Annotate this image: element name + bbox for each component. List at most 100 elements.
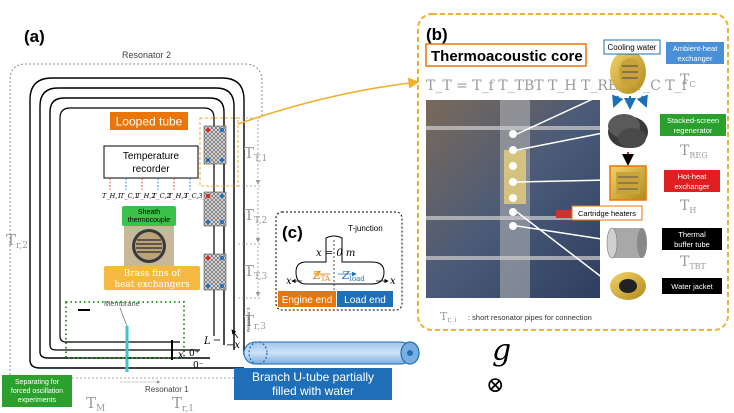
z-load-label: Zload: [341, 269, 365, 283]
looped-tube-badge: [110, 112, 188, 130]
water-jacket-badge: [662, 278, 722, 294]
ambient-line1: Ambient-heat: [673, 44, 719, 53]
load-end-badge: [337, 291, 393, 307]
mat-tt2: TT,2: [244, 206, 267, 226]
membrane-pointer: [119, 307, 128, 327]
gravity-symbol: g: [492, 333, 511, 368]
buffer-tube-icon: [606, 227, 647, 259]
water-jacket-label: Water jacket: [671, 282, 713, 291]
x-eq-label: x = 0 m: [316, 248, 355, 259]
hot-hx-icon: [609, 165, 647, 201]
zero-plus-label: 0⁺: [189, 349, 200, 359]
recorder-wires: [109, 178, 191, 190]
core-title: Thermoacoustic core: [431, 48, 583, 65]
x-left-label: x: [286, 276, 292, 287]
u-tube-left-end: [248, 341, 268, 365]
resonator1-label: Resonator 1: [145, 385, 189, 394]
temperature-recorder: [103, 145, 199, 179]
mat-tm: TM: [86, 394, 105, 413]
sheath-line2: thermocouple: [128, 217, 171, 224]
ambient-hx-icon: [610, 50, 648, 110]
mat-tc: TC: [680, 72, 695, 89]
core-equation: T_T = T_f T_TBT T_H T_REG T_C T_f: [426, 78, 689, 94]
svg-text:T_C,2: T_C,2: [152, 192, 171, 200]
mat-tr1: Tr,1: [172, 394, 194, 413]
brass-badge: [104, 266, 200, 290]
t-junction-label: T-junction: [348, 224, 383, 233]
mat-th: TH: [680, 198, 696, 215]
thermal-line2: buffer tube: [674, 240, 710, 249]
resonator2-outline: [9, 63, 263, 395]
branch-badge: [234, 368, 392, 400]
svg-text:T_H,2: T_H,2: [136, 192, 155, 200]
core-title-box: [425, 43, 587, 67]
x-right-label: x: [390, 276, 396, 287]
branch-line2: filled with water: [272, 384, 354, 398]
branch-line1: Branch U-tube partially: [252, 370, 374, 384]
into-page-symbol: ⊗: [486, 373, 504, 398]
looped-tube-label: Looped tube: [116, 115, 183, 129]
svg-text:T_C,3: T_C,3: [184, 192, 203, 200]
separating-line1: Separating for: [15, 379, 60, 386]
mat-treg: TREG: [680, 143, 708, 160]
sheath-badge: [122, 206, 176, 226]
resonator2-label: Resonator 2: [122, 50, 171, 60]
zoom-arrow: [237, 77, 420, 125]
separating-box: [65, 301, 185, 359]
hot-line2: exchanger: [674, 182, 710, 191]
brass-fin-photo: [124, 226, 174, 266]
thermal-badge: [662, 228, 722, 250]
ambient-badge: [666, 42, 724, 64]
separating-badge: [2, 375, 72, 407]
sensor-labels: T_H,1 T_C,1 T_H,2 T_C,2 T_H,3 T_C,3: [102, 192, 203, 200]
panel-b-label: (b): [426, 25, 448, 44]
stacked-badge: [660, 114, 726, 136]
membrane-label: Membrane: [104, 299, 140, 308]
svg-text:T_H,1: T_H,1: [102, 192, 121, 200]
mat-tt3: TT,3: [244, 262, 268, 282]
separating-line2: forced oscillation: [11, 388, 63, 395]
panel-c-label: (c): [282, 223, 303, 242]
recorder-line1: Temperature: [123, 151, 180, 162]
x-label: x: [178, 350, 184, 361]
cartridge-box: [571, 205, 643, 221]
recorder-line2: recorder: [132, 164, 170, 175]
engine-end-badge: [278, 291, 336, 307]
hot-line1: Hot-heat: [678, 172, 708, 181]
branch-u-tube: [243, 341, 413, 365]
core-photo: [426, 100, 600, 298]
mat-tr3: Tr,3: [244, 312, 266, 332]
cartridge-label: Cartridge heaters: [578, 209, 636, 218]
footnote-text: : short resonator pipes for connection: [468, 313, 592, 322]
mat-tt1: TT,1: [244, 144, 267, 164]
stacked-line1: Stacked-screen: [667, 116, 719, 125]
brass-line2: heat exchangers: [114, 280, 190, 290]
looped-tube: [29, 77, 245, 369]
regenerator-icon: [608, 114, 648, 148]
stacked-line2: regenerator: [674, 126, 713, 135]
svg-text:T_C,1: T_C,1: [120, 192, 139, 200]
thermal-line1: Thermal: [678, 230, 706, 239]
minus-x-arrow: [231, 329, 239, 339]
minus-x-label: −x: [226, 340, 240, 351]
zero-minus-label: 0⁻: [193, 361, 204, 371]
ambient-line2: exchanger: [677, 54, 713, 63]
section-markers: [238, 117, 262, 299]
separating-line3: experiments: [18, 397, 57, 404]
hot-badge: [664, 170, 720, 192]
photo-pointers: [516, 91, 609, 283]
L-label: L: [203, 336, 211, 347]
cooling-water-label: Cooling water: [608, 43, 657, 52]
mat-ttbt: TTBT: [680, 254, 707, 271]
panel-a-label: (a): [24, 27, 45, 46]
water-jacket-icon: [610, 272, 646, 300]
sheath-line1: Sheath: [138, 209, 160, 216]
core-stacks: [199, 117, 239, 291]
svg-text:T_H,3: T_H,3: [168, 192, 187, 200]
cooling-water-box: [603, 39, 661, 55]
engine-end-label: Engine end: [282, 295, 333, 306]
mat-tr2: Tr,2: [6, 231, 28, 251]
sensor-markers: [206, 128, 224, 288]
panel-b-frame: [417, 13, 729, 331]
